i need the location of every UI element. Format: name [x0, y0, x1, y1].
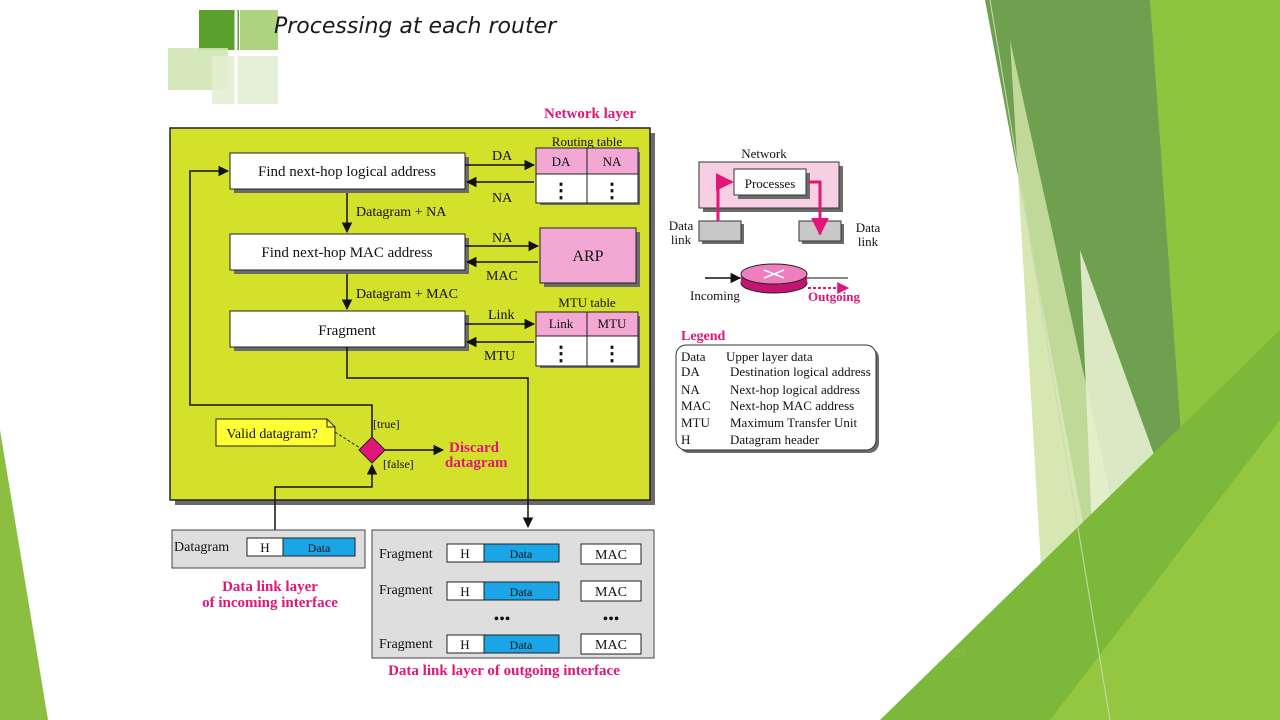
fragment-1-data: Data: [510, 547, 533, 561]
step-find-mac: Find next-hop MAC address: [229, 233, 469, 274]
legend-meaning-0: Upper layer data: [726, 349, 813, 364]
mini-datalink-right-1: Data: [856, 220, 881, 235]
mtu-table: Link MTU ⋮ ⋮: [535, 311, 640, 368]
mini-datalink-left-1: Data: [669, 218, 694, 233]
fragments-ellipsis-1: •••: [494, 611, 511, 628]
legend-meaning-2: Next-hop logical address: [730, 382, 860, 397]
edge-mtu-return: MTU: [484, 349, 515, 364]
edge-link: Link: [488, 308, 514, 323]
fragment-2-header: H: [460, 584, 469, 599]
mini-router-diagram: Network Processes Data link Data link In…: [669, 146, 881, 304]
edge-na-return: NA: [492, 191, 513, 206]
incoming-datagram-label: Datagram: [174, 540, 229, 555]
incoming-header: H: [260, 540, 269, 555]
mini-network-label: Network: [741, 146, 787, 161]
legend-abbr-3: MAC: [681, 398, 711, 413]
deco-square-mid: [240, 10, 278, 50]
outgoing-fragment-2: Fragment H Data MAC: [379, 580, 642, 602]
outgoing-caption: Data link layer of outgoing interface: [388, 663, 620, 679]
mtu-rows-ellipsis-2: ⋮: [602, 343, 622, 365]
true-path-arrow: [189, 165, 373, 440]
mini-outgoing-label: Outgoing: [808, 289, 861, 304]
outgoing-fragment-3: Fragment H Data MAC: [379, 633, 642, 655]
legend-title: Legend: [681, 329, 726, 344]
valid-datagram-note: Valid datagram?: [215, 418, 336, 447]
deco-square-dark: [199, 10, 239, 50]
step-fragment: Fragment: [229, 310, 469, 351]
fragment-2-mac: MAC: [595, 585, 627, 600]
mtu-col-link: Link: [549, 316, 574, 331]
discard-line1: Discard: [449, 440, 500, 456]
deco-bottom-right-light: [1050, 420, 1280, 720]
mini-datalink-right-2: link: [858, 234, 879, 249]
step-find-mac-label: Find next-hop MAC address: [261, 245, 432, 261]
edge-datagram-mac: Datagram + MAC: [356, 287, 458, 302]
fragment-1-label: Fragment: [379, 547, 433, 562]
mtu-table-title: MTU table: [558, 295, 616, 310]
routing-col-da: DA: [552, 154, 571, 169]
fragment-3-mac: MAC: [595, 638, 627, 653]
arp-label: ARP: [572, 248, 603, 265]
mtu-rows-ellipsis-1: ⋮: [551, 343, 571, 365]
deco-thin-line: [989, 0, 1111, 720]
legend-meaning-5: Datagram header: [730, 432, 820, 447]
fragment-1-mac: MAC: [595, 548, 627, 563]
mini-incoming-label: Incoming: [690, 288, 740, 303]
incoming-arrow: [274, 463, 378, 530]
fragment-2-data: Data: [510, 585, 533, 599]
decision-diamond: [358, 436, 386, 464]
discard-line2: datagram: [445, 455, 508, 471]
step-fragment-label: Fragment: [318, 323, 376, 339]
routing-col-na: NA: [603, 154, 622, 169]
legend-meaning-1: Destination logical address: [730, 364, 871, 379]
deco-left-triangle: [0, 430, 48, 720]
routing-rows-ellipsis-1: ⋮: [551, 180, 571, 202]
fragment-3-data: Data: [510, 638, 533, 652]
incoming-data: Data: [308, 541, 331, 555]
routing-table-title: Routing table: [552, 134, 623, 149]
edge-da: DA: [492, 149, 513, 164]
fragment-3-label: Fragment: [379, 637, 433, 652]
legend-abbr-0: Data: [681, 349, 706, 364]
legend-meaning-4: Maximum Transfer Unit: [730, 415, 858, 430]
legend-meaning-3: Next-hop MAC address: [730, 398, 854, 413]
fragments-ellipsis-2: •••: [603, 611, 620, 628]
outgoing-panel: Fragment H Data MAC Fragment H Data MAC …: [371, 529, 655, 659]
slide-number: 29: [952, 646, 966, 660]
decision-false: [false]: [383, 457, 414, 471]
legend-abbr-4: MTU: [681, 415, 711, 430]
mtu-col-mtu: MTU: [598, 316, 628, 331]
legend-abbr-5: H: [681, 432, 690, 447]
incoming-caption-2: of incoming interface: [202, 595, 338, 611]
arp-box: ARP: [539, 227, 640, 287]
legend-abbr-2: NA: [681, 382, 700, 397]
decision-true: [true]: [373, 417, 400, 431]
valid-datagram-label: Valid datagram?: [226, 427, 317, 442]
mini-processes-label: Processes: [745, 176, 796, 191]
step-find-logical: Find next-hop logical address: [229, 152, 469, 193]
routing-rows-ellipsis-2: ⋮: [602, 180, 622, 202]
mini-datalink-left-2: link: [671, 232, 692, 247]
edge-mac-return: MAC: [486, 269, 518, 284]
deco-square-pale: [212, 56, 278, 104]
outgoing-fragment-1: Fragment H Data MAC: [379, 543, 642, 565]
fragment-2-label: Fragment: [379, 583, 433, 598]
edge-datagram-na: Datagram + NA: [356, 205, 447, 220]
step-find-logical-label: Find next-hop logical address: [258, 164, 436, 180]
incoming-caption-1: Data link layer: [222, 579, 318, 595]
slide-title: Processing at each router: [274, 14, 557, 39]
legend-abbr-1: DA: [681, 364, 700, 379]
fragment-out-arrow: [346, 347, 534, 529]
legend-box: Data Upper layer data DA Destination log…: [675, 344, 879, 453]
routing-table: DA NA ⋮ ⋮: [535, 147, 640, 205]
network-layer-heading: Network layer: [544, 106, 636, 122]
fragment-3-header: H: [460, 637, 469, 652]
incoming-panel: Datagram H Data: [171, 529, 366, 569]
fragment-1-header: H: [460, 546, 469, 561]
edge-na-to-arp: NA: [492, 231, 513, 246]
